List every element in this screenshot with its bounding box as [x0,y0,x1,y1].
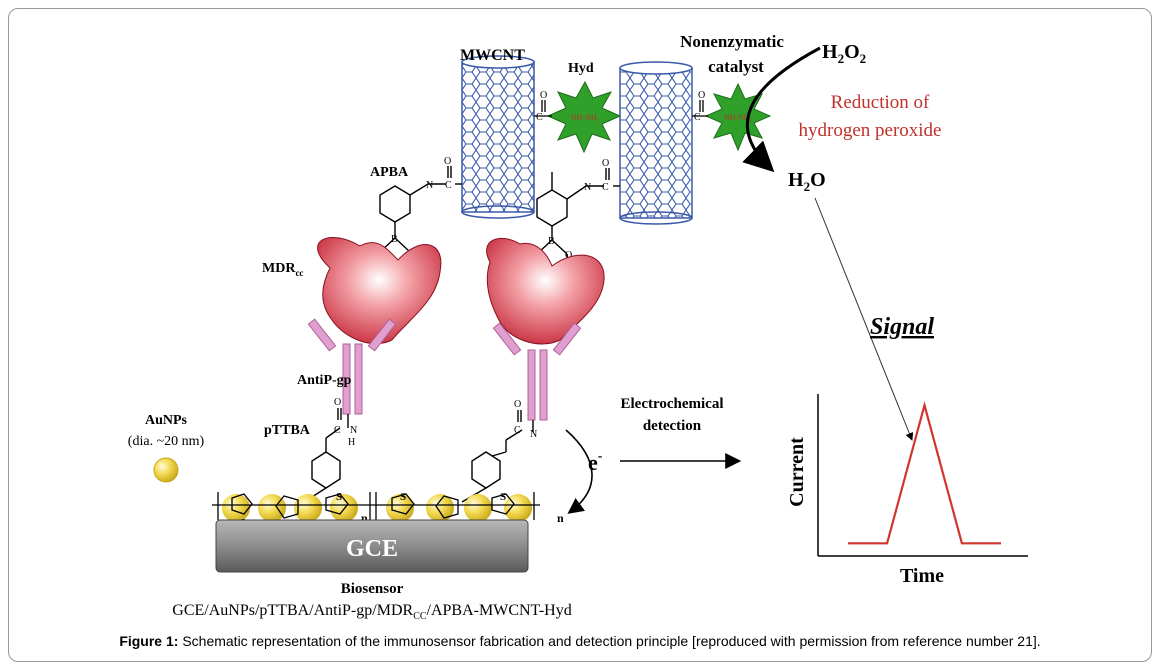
linker-c-right: C [694,112,701,123]
antibody-right [492,322,582,421]
catalyst-label-line2: catalyst [708,57,764,76]
electron-transfer-arrow [565,429,593,514]
linker-hyd-right [692,100,708,117]
h2o2-label: H2O2 [822,41,866,66]
svg-text:GCE/AuNPs/pTTBA/AntiP-gp/MDRCC: GCE/AuNPs/pTTBA/AntiP-gp/MDRCC/APBA-MWCN… [172,602,571,622]
apba-right-c: C [602,182,609,193]
mwcnt-tube-left [461,55,535,219]
pttba-linker-left [303,408,349,503]
apba-left-b: B [391,234,398,245]
aunp-legend-particle [153,457,179,483]
gce-electrode [215,519,529,573]
pttba-left-h: H [348,437,355,448]
electrochem-label-line1: Electrochemical [620,396,723,412]
aunps-size-label: (dia. ~20 nm) [128,434,205,449]
hyd-star-left: NH-NH₂ [546,80,622,154]
figure-caption: Figure 1: Schematic representation of th… [0,633,1160,649]
pttba-right-o: O [514,399,521,410]
thiophene-s-4: S [400,491,406,503]
apba-right-o2: O [565,250,572,261]
mdr-protein-left [317,237,442,345]
apba-right-o: O [602,158,609,169]
svg-text:MDRcc: MDRcc [262,261,303,278]
chart-ylabel: Current [786,437,808,507]
pttba-right-c: C [514,425,521,436]
gce-label: GCE [346,536,398,562]
polymer-chain [212,492,540,520]
mdr-protein-right [486,237,605,345]
apba-left-c: C [445,180,452,191]
electron-label: e- [588,449,603,475]
pttba-left-n: N [350,425,357,436]
apba-left-n: N [426,180,433,191]
svg-text:H2O2: H2O2 [822,41,866,66]
hyd-label: Hyd [568,61,594,76]
chart-xlabel: Time [900,565,944,587]
mwcnt-tube-right [619,61,693,225]
pttba-linker-right [461,410,534,503]
electrochem-label-line2: detection [643,418,702,434]
pttba-left-c: C [334,425,341,436]
apba-label: APBA [370,165,409,180]
catalyst-label-line1: Nonenzymatic [680,32,784,51]
linker-o-left: O [540,90,547,101]
antip-label: AntiP-gp [297,373,352,388]
h2o-label: H2O [788,169,826,194]
pttba-right-n: N [530,429,537,440]
polymer-n-1: n [361,511,368,525]
thiophene-s-6: S [500,491,506,503]
linker-o-right: O [698,90,705,101]
reduction-arrow [742,46,821,173]
mwcnt-label: MWCNT [460,47,525,64]
svg-text:H2O: H2O [788,169,826,194]
signal-pointer-line [814,197,914,441]
mdr-label: MDRcc [262,261,303,278]
aunps-label: AuNPs [145,413,188,428]
hyd-group-label-left: NH-NH₂ [571,113,600,122]
reduction-label-line2: hydrogen peroxide [799,120,942,141]
biosensor-label: Biosensor [341,581,404,597]
chart-title: Signal [870,314,934,340]
thiophene-s-3: S [336,491,342,503]
apba-right-b: B [548,236,555,247]
antibody-left [307,318,397,415]
linker-c-left: C [536,112,543,123]
svg-text:e-: e- [588,449,603,475]
biosensor-formula: GCE/AuNPs/pTTBA/AntiP-gp/MDRCC/APBA-MWCN… [172,602,571,622]
polymer-n-2: n [557,511,564,525]
apba-left-o: O [444,156,451,167]
caption-label: Figure 1: [119,633,179,649]
hyd-group-label-right: NH-NH₂ [724,113,753,122]
polymer-gold-layer [222,494,532,522]
reduction-label-line1: Reduction of [831,92,930,113]
caption-text: Schematic representation of the immunose… [182,633,1041,649]
apba-right-n: N [584,182,591,193]
pttba-left-o: O [334,397,341,408]
pttba-label: pTTBA [264,423,311,438]
linker-hyd-left [534,100,552,117]
signal-series-line [848,400,1001,545]
